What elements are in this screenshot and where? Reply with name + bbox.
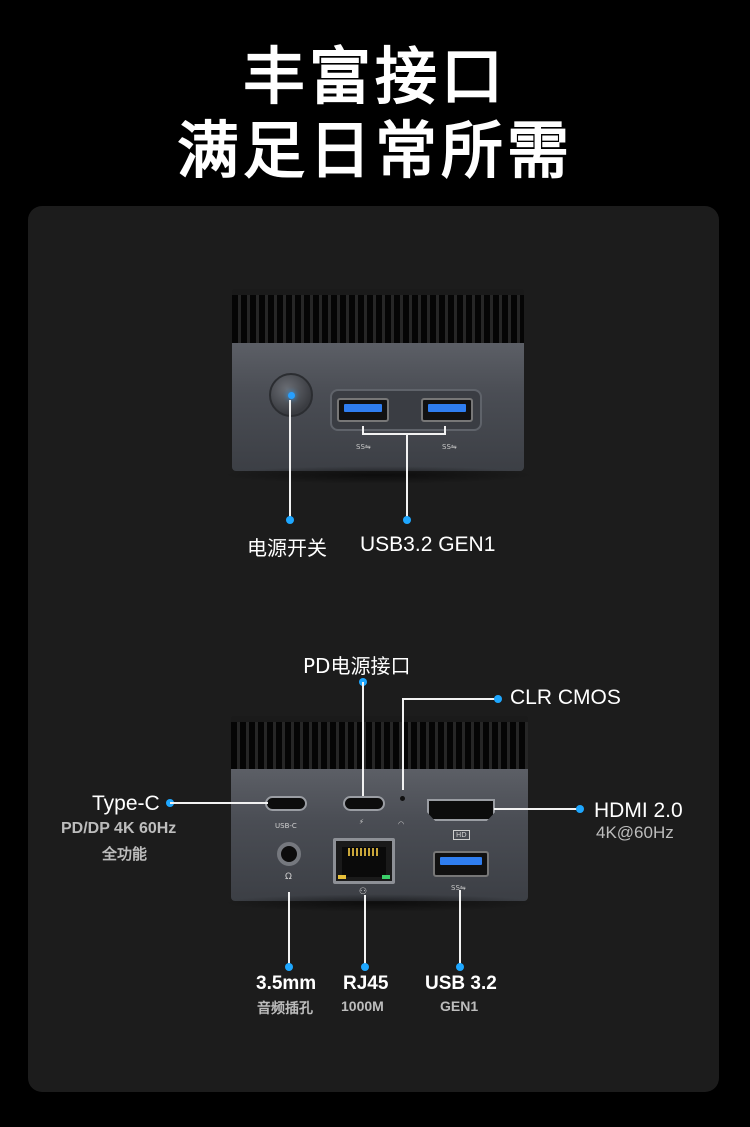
pd-lightning-icon: ⚡ xyxy=(359,818,364,826)
headline-line-2: 满足日常所需 xyxy=(176,114,573,187)
leader-line-typec xyxy=(170,802,268,804)
leader-line-audio xyxy=(288,892,290,966)
label-rj45-sub: 1000M xyxy=(341,998,384,1014)
label-typec-spec: PD/DP 4K 60Hz xyxy=(61,820,177,837)
network-icon: ⚇ xyxy=(359,887,368,897)
front-usb-port-1 xyxy=(337,398,389,422)
rj45-pins xyxy=(348,848,380,856)
headphone-icon: Ω xyxy=(285,872,292,882)
front-device: SS⇋ SS⇋ xyxy=(232,289,524,471)
leader-line-usb-r xyxy=(444,426,446,435)
power-led-icon xyxy=(288,392,295,399)
cooling-fins xyxy=(232,289,524,343)
dot-rj45 xyxy=(361,963,369,971)
front-usb-port-2 xyxy=(421,398,473,422)
ss-logo-icon: SS⇋ xyxy=(356,443,371,451)
label-usb-rear-sub: GEN1 xyxy=(440,998,479,1014)
hdmi-port xyxy=(427,799,495,821)
dot-audio xyxy=(285,963,293,971)
pd-power-port xyxy=(343,796,385,811)
label-hdmi-spec: 4K@60Hz xyxy=(596,823,674,842)
leader-line-usb-l xyxy=(362,426,364,435)
dot-power xyxy=(286,516,294,524)
usb-c-mark: USB-C xyxy=(275,822,297,830)
rear-ss-mark: SS⇋ xyxy=(451,884,466,892)
label-clr-cmos: CLR CMOS xyxy=(510,686,621,709)
label-power-switch: 电源开关 xyxy=(247,536,327,560)
leader-line-hdmi xyxy=(494,808,578,810)
label-usb-rear: USB 3.2 xyxy=(425,973,497,994)
leader-line-usb-rear xyxy=(459,890,461,966)
hdmi-mark: HD xyxy=(453,830,470,840)
headphone-mark-icon: ◠ xyxy=(398,820,405,828)
label-typec: Type-C xyxy=(92,792,160,815)
clr-cmos-hole xyxy=(400,796,405,801)
leader-line-usb xyxy=(406,434,408,518)
label-hdmi: HDMI 2.0 xyxy=(594,799,683,822)
label-rj45: RJ45 xyxy=(343,973,389,994)
typec-port xyxy=(265,796,307,811)
power-button xyxy=(269,373,313,417)
rear-usb-port xyxy=(433,851,489,877)
rj45-led-right xyxy=(382,875,390,879)
rj45-led-left xyxy=(338,875,346,879)
label-pd-power: PD电源接口 xyxy=(303,654,411,678)
dot-usb-rear xyxy=(456,963,464,971)
rj45-port xyxy=(333,838,395,884)
headline-line-1: 丰富接口 xyxy=(242,40,507,113)
label-audio: 3.5mm xyxy=(256,973,317,994)
leader-line-usb-h xyxy=(362,433,446,435)
leader-line-power xyxy=(289,400,291,518)
cooling-fins xyxy=(231,716,528,769)
leader-line-pd xyxy=(362,682,364,796)
dot-usb-front xyxy=(403,516,411,524)
label-usb-front: USB3.2 GEN1 xyxy=(360,533,496,556)
label-typec-full: 全功能 xyxy=(102,845,148,863)
dot-cmos xyxy=(494,695,502,703)
front-device-shadow xyxy=(220,466,536,484)
leader-line-cmos-v xyxy=(402,698,404,790)
leader-line-cmos-h xyxy=(402,698,496,700)
label-audio-sub: 音频插孔 xyxy=(257,1001,313,1017)
audio-jack xyxy=(277,842,301,866)
leader-line-rj45 xyxy=(364,895,366,966)
dot-hdmi xyxy=(576,805,584,813)
rear-device-shadow xyxy=(220,894,538,912)
ss-logo-icon: SS⇋ xyxy=(442,443,457,451)
rear-device: USB-C ⚡ ◠ HD Ω ⚇ SS⇋ xyxy=(231,716,528,901)
